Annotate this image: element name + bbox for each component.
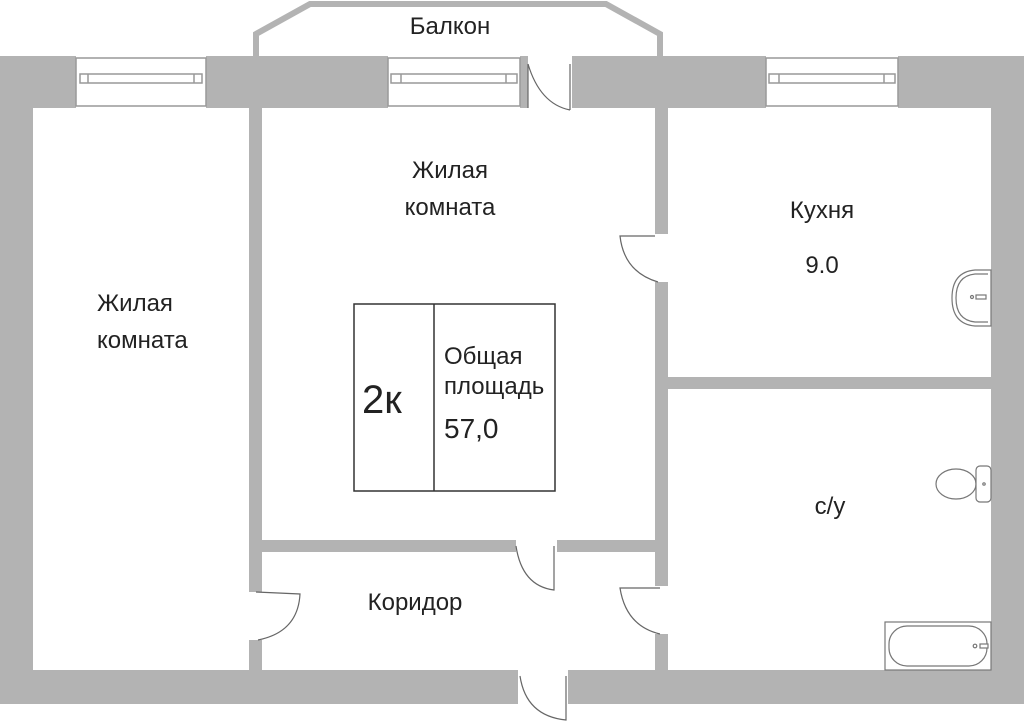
room-area-kitchen: 9.0 [805,252,839,279]
entrance-door [519,675,567,721]
total-area-value: 57,0 [444,413,499,444]
room-label-living-left-line1: Жилая [97,290,173,317]
summary-box [353,303,556,492]
room-label-corridor: Коридор [367,589,463,616]
windows [75,57,899,107]
sink-icon [951,269,992,327]
total-area-label-line2: площадь [444,373,545,400]
left-room-door [255,591,301,641]
balcony-railing [253,1,663,56]
fixtures [884,269,992,671]
doors [255,63,661,721]
bathtub-icon [884,621,992,671]
apartment-type: 2к [362,378,402,422]
room-label-living-center-line1: Жилая [412,157,488,184]
total-area-label-line1: Общая [444,343,523,370]
room-label-living-center-line2: комната [404,194,496,221]
balcony-door [527,63,571,111]
toilet-icon [935,465,992,503]
window-left [75,57,207,107]
corridor-center-door [515,545,555,591]
center-room-door [619,235,659,283]
room-label-bathroom: с/у [814,493,846,520]
window-center [387,57,521,107]
room-label-living-left-line2: комната [97,327,188,354]
room-label-balcony: Балкон [409,13,491,40]
bathroom-door [619,587,661,635]
window-right [765,57,899,107]
room-label-kitchen: Кухня [789,197,855,224]
walls [0,56,1024,704]
